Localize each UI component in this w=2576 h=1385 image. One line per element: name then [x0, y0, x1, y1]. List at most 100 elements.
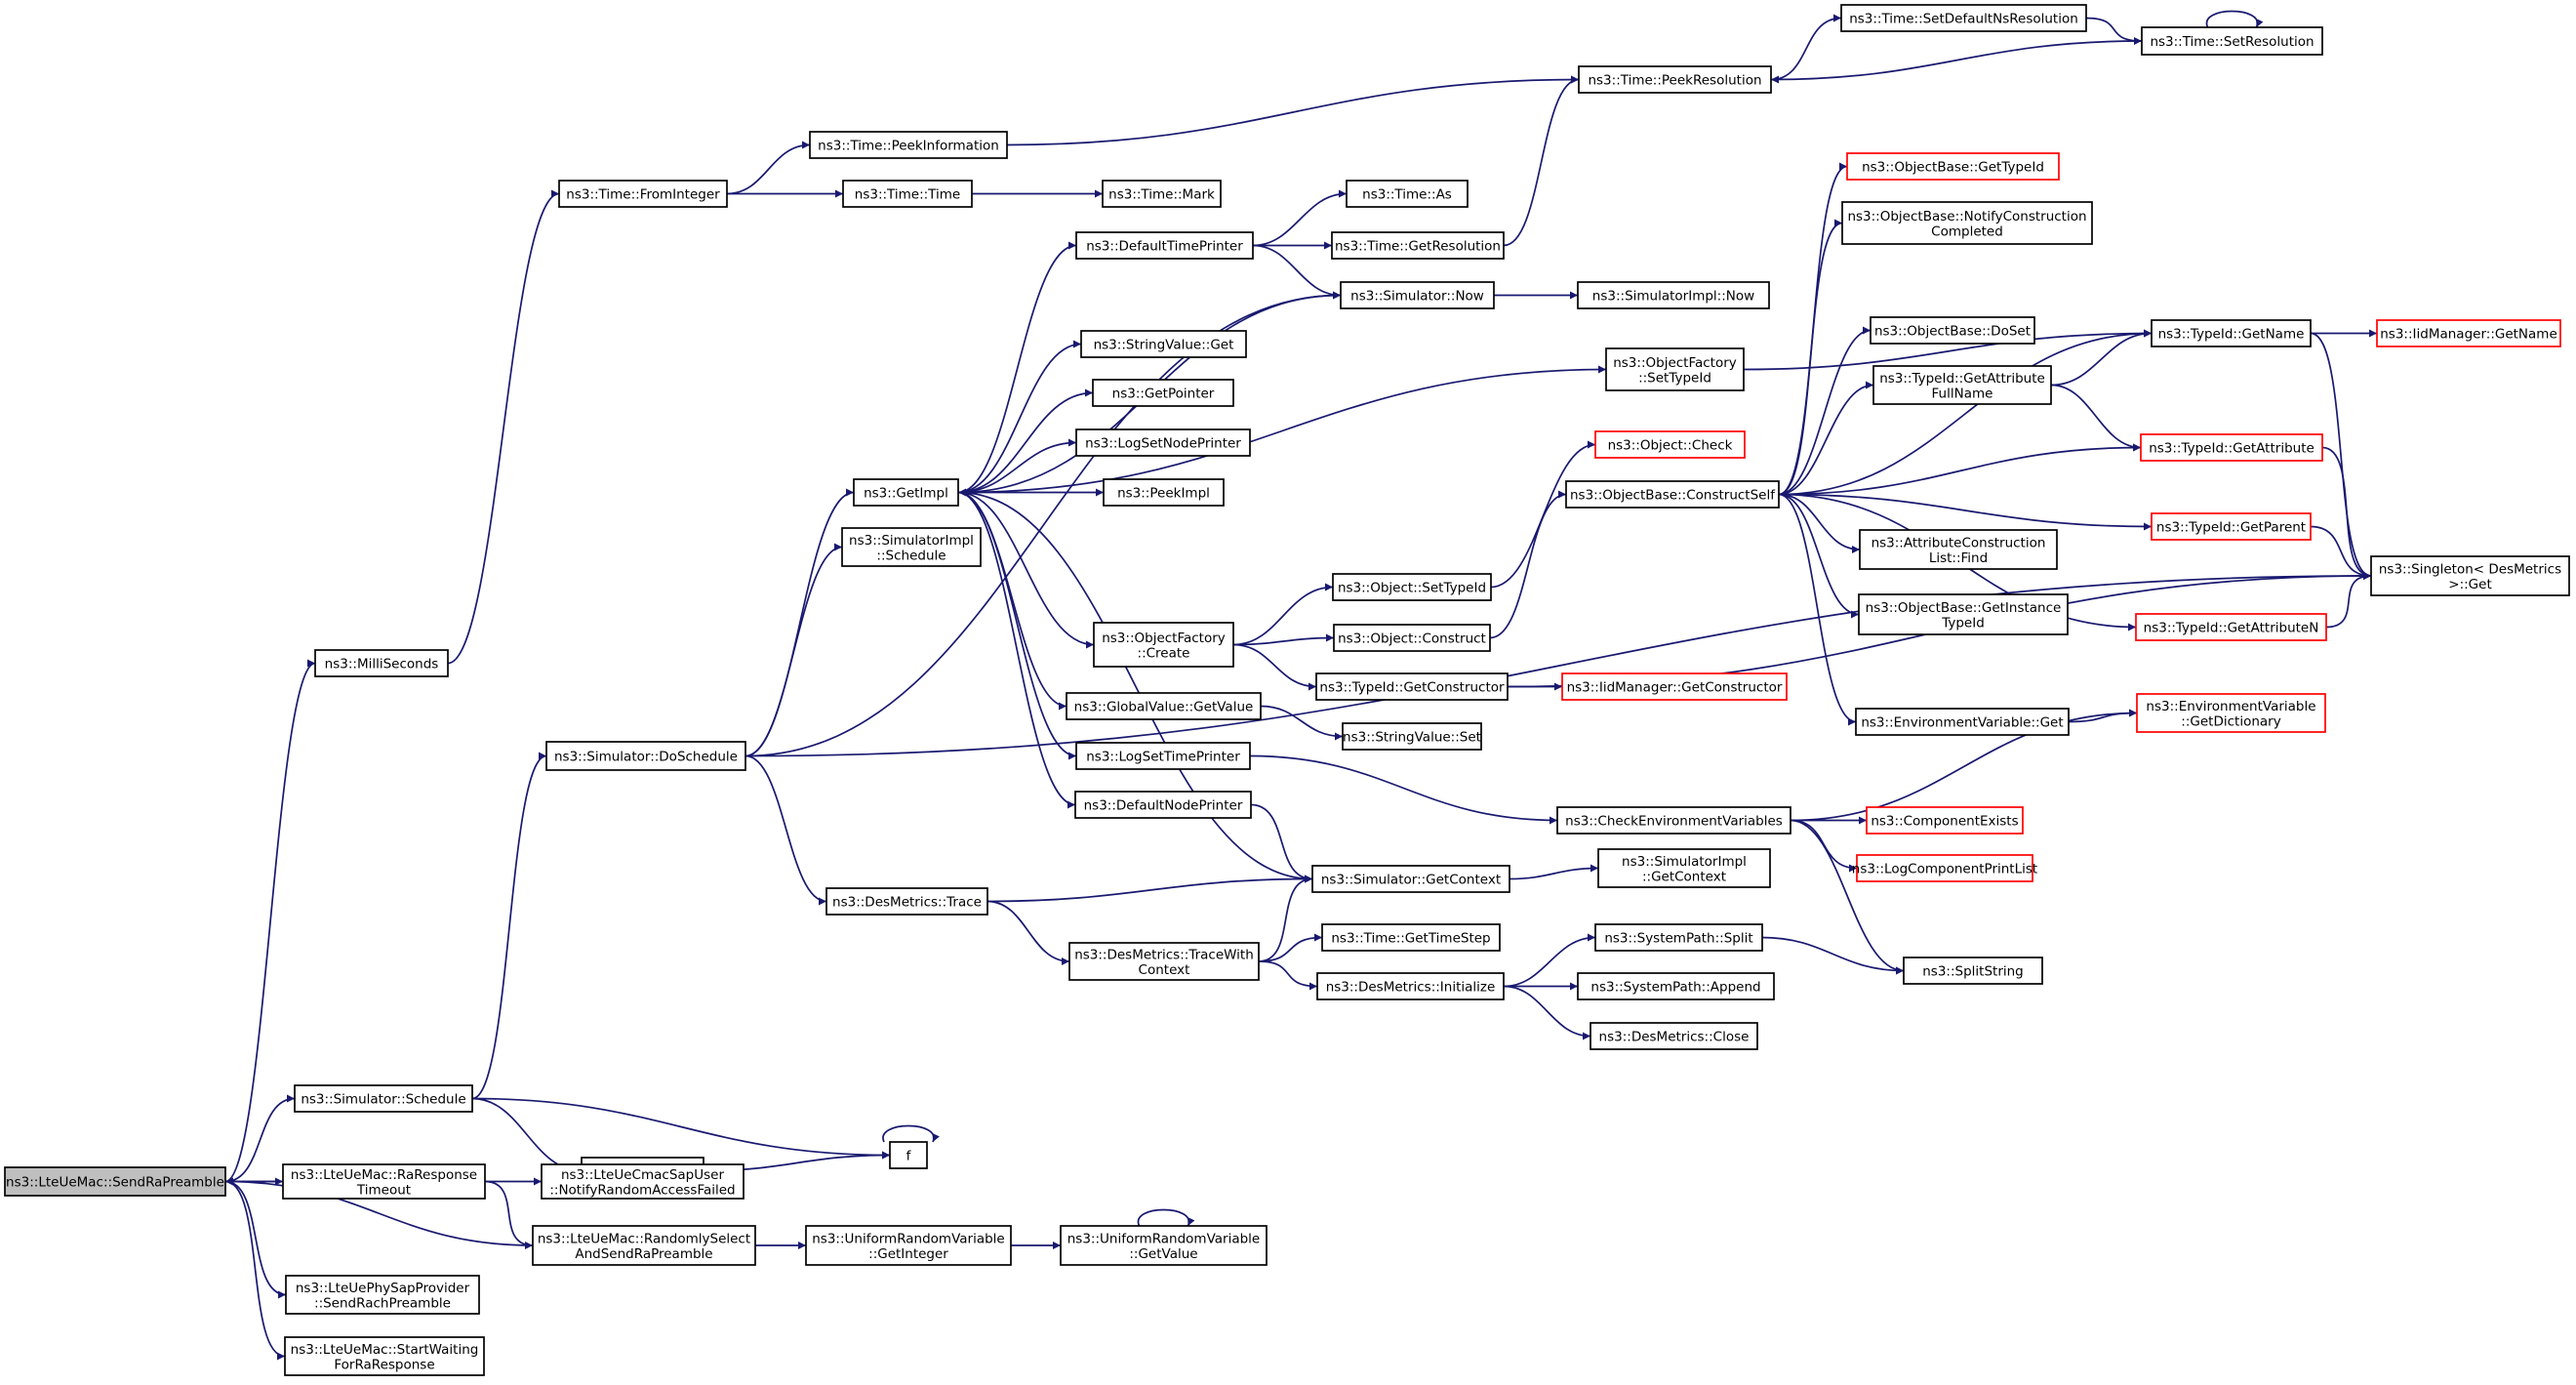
node-tidgetparent[interactable]: ns3::TypeId::GetParent: [2151, 512, 2312, 541]
node-ofsettid-box[interactable]: [1605, 347, 1745, 391]
node-dmclose-box[interactable]: [1590, 1022, 1758, 1050]
node-tidgetctor-box[interactable]: [1315, 672, 1509, 701]
node-envgetdict-box[interactable]: [2136, 693, 2326, 733]
node-simimplnow[interactable]: ns3::SimulatorImpl::Now: [1577, 281, 1770, 309]
node-getpointer-box[interactable]: [1092, 379, 1234, 407]
node-objsettid[interactable]: ns3::Object::SetTypeId: [1332, 573, 1492, 601]
node-peekres[interactable]: ns3::Time::PeekResolution: [1578, 65, 1772, 94]
node-iidgetctor-box[interactable]: [1561, 672, 1788, 701]
node-tidgetparent-box[interactable]: [2151, 512, 2312, 541]
node-logsetnp-box[interactable]: [1075, 428, 1251, 457]
node-setdefres-box[interactable]: [1840, 4, 2087, 32]
node-obnotify-box[interactable]: [1841, 201, 2093, 245]
node-gvgetvalue[interactable]: ns3::GlobalValue::GetValue: [1066, 692, 1262, 720]
node-tidgetattrn[interactable]: ns3::TypeId::GetAttributeN: [2135, 613, 2327, 641]
node-peekinfo[interactable]: ns3::Time::PeekInformation: [809, 131, 1008, 159]
node-simnow[interactable]: ns3::Simulator::Now: [1340, 281, 1495, 309]
node-tidgetname-box[interactable]: [2151, 319, 2312, 347]
node-desmtrace-box[interactable]: [825, 887, 988, 916]
node-schedule[interactable]: ns3::Simulator::Schedule: [294, 1084, 473, 1113]
node-checkenv-box[interactable]: [1556, 806, 1791, 835]
node-strvalset-box[interactable]: [1342, 722, 1482, 751]
node-ofcreate[interactable]: ns3::ObjectFactory::Create: [1093, 622, 1234, 668]
node-tidgetattrn-box[interactable]: [2135, 613, 2327, 641]
node-simimplsched[interactable]: ns3::SimulatorImpl::Schedule: [841, 527, 982, 567]
node-simimplnow-box[interactable]: [1577, 281, 1770, 309]
node-singleton[interactable]: ns3::Singleton< DesMetrics>::Get: [2370, 555, 2570, 596]
node-acfind-box[interactable]: [1859, 529, 2058, 570]
node-setres[interactable]: ns3::Time::SetResolution: [2141, 26, 2323, 56]
node-timemark-box[interactable]: [1102, 180, 1222, 208]
node-obgetinst-box[interactable]: [1858, 593, 2069, 635]
node-getvalue-box[interactable]: [1060, 1225, 1268, 1266]
node-sendra[interactable]: ns3::LteUeMac::SendRaPreamble: [4, 1166, 226, 1197]
node-objconstruct[interactable]: ns3::Object::Construct: [1333, 624, 1491, 652]
node-spsplit[interactable]: ns3::SystemPath::Split: [1594, 923, 1763, 952]
node-checkenv[interactable]: ns3::CheckEnvironmentVariables: [1556, 806, 1791, 835]
node-spappend-box[interactable]: [1577, 972, 1775, 1000]
node-iidgetctor[interactable]: ns3::IidManager::GetConstructor: [1561, 672, 1788, 701]
node-getint-box[interactable]: [805, 1225, 1012, 1266]
node-fromint[interactable]: ns3::Time::FromInteger: [558, 180, 728, 208]
node-compexists[interactable]: ns3::ComponentExists: [1866, 806, 2024, 835]
node-splitstring-box[interactable]: [1903, 957, 2043, 985]
node-strvalget-box[interactable]: [1080, 330, 1247, 358]
node-defaulttp[interactable]: ns3::DefaultTimePrinter: [1075, 231, 1254, 260]
node-getres-box[interactable]: [1331, 231, 1505, 260]
node-iidgetname-box[interactable]: [2376, 319, 2561, 347]
node-obnotify[interactable]: ns3::ObjectBase::NotifyConstructionCompl…: [1841, 201, 2093, 245]
node-tidgetname[interactable]: ns3::TypeId::GetName: [2151, 319, 2312, 347]
node-startwait-box[interactable]: [284, 1336, 485, 1376]
node-tidgetctor[interactable]: ns3::TypeId::GetConstructor: [1315, 672, 1509, 701]
node-obgettid-box[interactable]: [1846, 152, 2060, 181]
node-simimplgetctx-box[interactable]: [1597, 848, 1771, 888]
node-f[interactable]: f: [889, 1141, 928, 1169]
node-spsplit-box[interactable]: [1594, 923, 1763, 952]
node-singleton-box[interactable]: [2370, 555, 2570, 596]
node-objcheck-box[interactable]: [1594, 430, 1746, 459]
node-defaulttp-box[interactable]: [1075, 231, 1254, 260]
node-setdefres[interactable]: ns3::Time::SetDefaultNsResolution: [1840, 4, 2087, 32]
node-simimplsched-box[interactable]: [841, 527, 982, 567]
node-timetime-box[interactable]: [842, 180, 973, 208]
node-desmtrace[interactable]: ns3::DesMetrics::Trace: [825, 887, 988, 916]
node-objconstruct-box[interactable]: [1333, 624, 1491, 652]
node-timeas[interactable]: ns3::Time::As: [1346, 180, 1469, 208]
node-tidgetafn-box[interactable]: [1872, 365, 2052, 405]
node-randsel[interactable]: ns3::LteUeMac::RandomlySelectAndSendRaPr…: [532, 1225, 756, 1266]
node-obdoset-box[interactable]: [1870, 316, 2035, 345]
node-getvalue[interactable]: ns3::UniformRandomVariable::GetValue: [1060, 1225, 1268, 1266]
node-f-box[interactable]: [889, 1141, 928, 1169]
node-spappend[interactable]: ns3::SystemPath::Append: [1577, 972, 1775, 1000]
node-simnow-box[interactable]: [1340, 281, 1495, 309]
node-getint[interactable]: ns3::UniformRandomVariable::GetInteger: [805, 1225, 1012, 1266]
node-objsettid-box[interactable]: [1332, 573, 1492, 601]
node-obdoset[interactable]: ns3::ObjectBase::DoSet: [1870, 316, 2035, 345]
node-sendrach[interactable]: ns3::LteUePhySapProvider::SendRachPreamb…: [285, 1275, 480, 1315]
node-gettimestep-box[interactable]: [1321, 923, 1501, 952]
node-peekimpl[interactable]: ns3::PeekImpl: [1103, 478, 1225, 507]
node-doschedule[interactable]: ns3::Simulator::DoSchedule: [545, 741, 746, 771]
node-peekres-box[interactable]: [1578, 65, 1772, 94]
node-getpointer[interactable]: ns3::GetPointer: [1092, 379, 1234, 407]
node-logcpl-box[interactable]: [1856, 854, 2033, 882]
node-obconstructself[interactable]: ns3::ObjectBase::ConstructSelf: [1565, 480, 1780, 509]
node-simgetctx-box[interactable]: [1311, 865, 1510, 893]
node-raresp-box[interactable]: [282, 1163, 486, 1200]
node-schedule-box[interactable]: [294, 1084, 473, 1113]
node-strvalget[interactable]: ns3::StringValue::Get: [1080, 330, 1247, 358]
node-simgetctx[interactable]: ns3::Simulator::GetContext: [1311, 865, 1510, 893]
node-sendra-box[interactable]: [4, 1166, 226, 1197]
node-tracewithctx-box[interactable]: [1068, 942, 1260, 981]
node-milli-box[interactable]: [314, 649, 449, 677]
node-milli[interactable]: ns3::MilliSeconds: [314, 649, 449, 677]
node-iidgetname[interactable]: ns3::IidManager::GetName: [2376, 319, 2561, 347]
node-getimpl-box[interactable]: [853, 478, 959, 507]
node-dmclose[interactable]: ns3::DesMetrics::Close: [1590, 1022, 1758, 1050]
node-fromint-box[interactable]: [558, 180, 728, 208]
node-defaultnp[interactable]: ns3::DefaultNodePrinter: [1074, 791, 1252, 819]
node-dminit[interactable]: ns3::DesMetrics::Initialize: [1316, 972, 1505, 1000]
